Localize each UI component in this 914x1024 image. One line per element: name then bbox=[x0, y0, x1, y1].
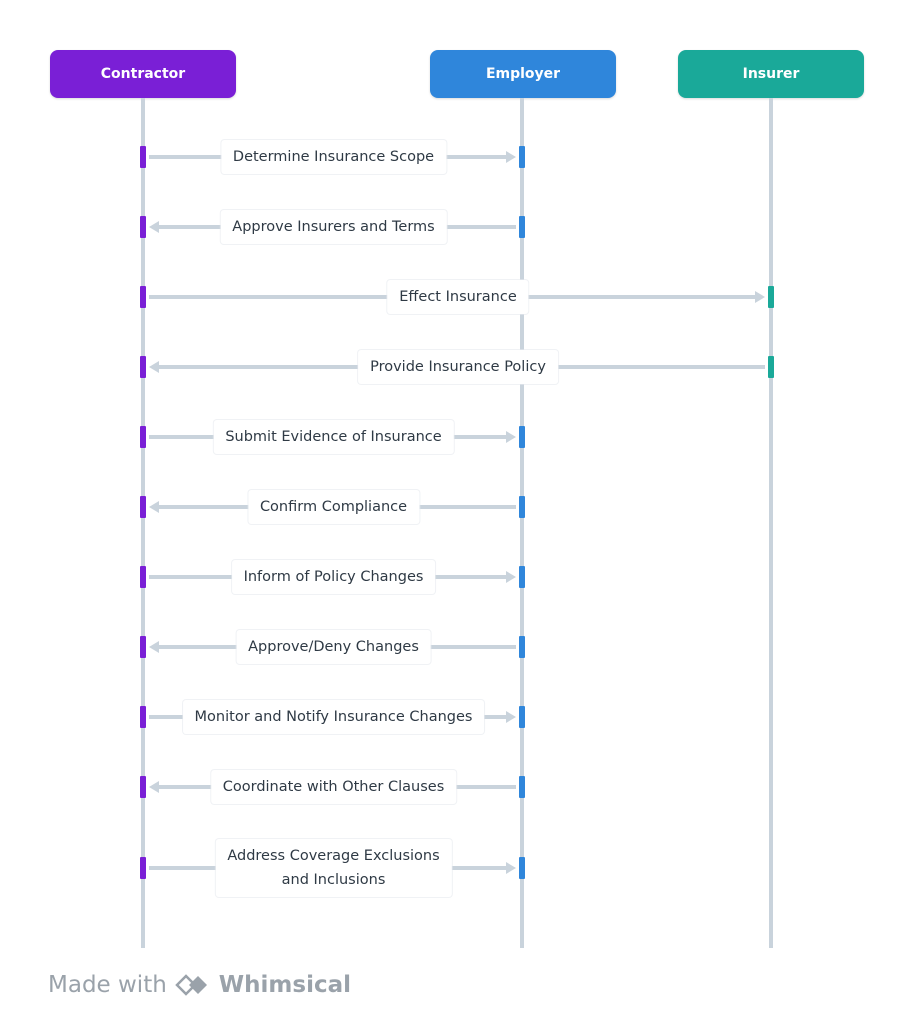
activation-bar-employer bbox=[519, 216, 525, 238]
activation-bar-insurer bbox=[768, 286, 774, 308]
message-label: Submit Evidence of Insurance bbox=[213, 420, 454, 454]
arrow-head-left-icon bbox=[149, 361, 159, 373]
activation-bar-contractor bbox=[140, 636, 146, 658]
message-label: Effect Insurance bbox=[387, 280, 529, 314]
arrow-head-left-icon bbox=[149, 501, 159, 513]
activation-bar-contractor bbox=[140, 706, 146, 728]
arrow-head-right-icon bbox=[506, 431, 516, 443]
footer: Made with Whimsical bbox=[48, 972, 351, 998]
activation-bar-employer bbox=[519, 426, 525, 448]
message-label: Approve Insurers and Terms bbox=[220, 210, 447, 244]
activation-bar-contractor bbox=[140, 776, 146, 798]
message-label: Confirm Compliance bbox=[247, 490, 420, 524]
message-label: Monitor and Notify Insurance Changes bbox=[182, 700, 485, 734]
activation-bar-employer bbox=[519, 566, 525, 588]
activation-bar-contractor bbox=[140, 356, 146, 378]
activation-bar-employer bbox=[519, 146, 525, 168]
activation-bar-employer bbox=[519, 776, 525, 798]
lifeline-contractor bbox=[141, 98, 145, 948]
activation-bar-employer bbox=[519, 636, 525, 658]
activation-bar-contractor bbox=[140, 146, 146, 168]
whimsical-logo-icon bbox=[175, 974, 207, 996]
activation-bar-insurer bbox=[768, 356, 774, 378]
message-label: Coordinate with Other Clauses bbox=[210, 770, 457, 804]
message-label: Approve/Deny Changes bbox=[236, 630, 431, 664]
activation-bar-contractor bbox=[140, 216, 146, 238]
activation-bar-contractor bbox=[140, 426, 146, 448]
message-label: Inform of Policy Changes bbox=[231, 560, 436, 594]
arrow-head-right-icon bbox=[506, 862, 516, 874]
arrow-head-left-icon bbox=[149, 641, 159, 653]
arrow-head-left-icon bbox=[149, 221, 159, 233]
arrow-head-right-icon bbox=[506, 711, 516, 723]
activation-bar-contractor bbox=[140, 286, 146, 308]
made-with-text: Made with bbox=[48, 972, 167, 998]
activation-bar-employer bbox=[519, 496, 525, 518]
arrow-head-right-icon bbox=[506, 571, 516, 583]
actor-contractor: Contractor bbox=[50, 50, 236, 98]
actor-employer: Employer bbox=[430, 50, 616, 98]
actor-insurer: Insurer bbox=[678, 50, 864, 98]
arrow-head-left-icon bbox=[149, 781, 159, 793]
lifeline-employer bbox=[520, 98, 524, 948]
message-label: Provide Insurance Policy bbox=[358, 350, 558, 384]
activation-bar-employer bbox=[519, 857, 525, 879]
lifeline-insurer bbox=[769, 98, 773, 948]
activation-bar-employer bbox=[519, 706, 525, 728]
activation-bar-contractor bbox=[140, 496, 146, 518]
message-label: Determine Insurance Scope bbox=[220, 140, 447, 174]
arrow-head-right-icon bbox=[755, 291, 765, 303]
activation-bar-contractor bbox=[140, 857, 146, 879]
whimsical-brand-text: Whimsical bbox=[218, 972, 352, 998]
arrow-head-right-icon bbox=[506, 151, 516, 163]
activation-bar-contractor bbox=[140, 566, 146, 588]
